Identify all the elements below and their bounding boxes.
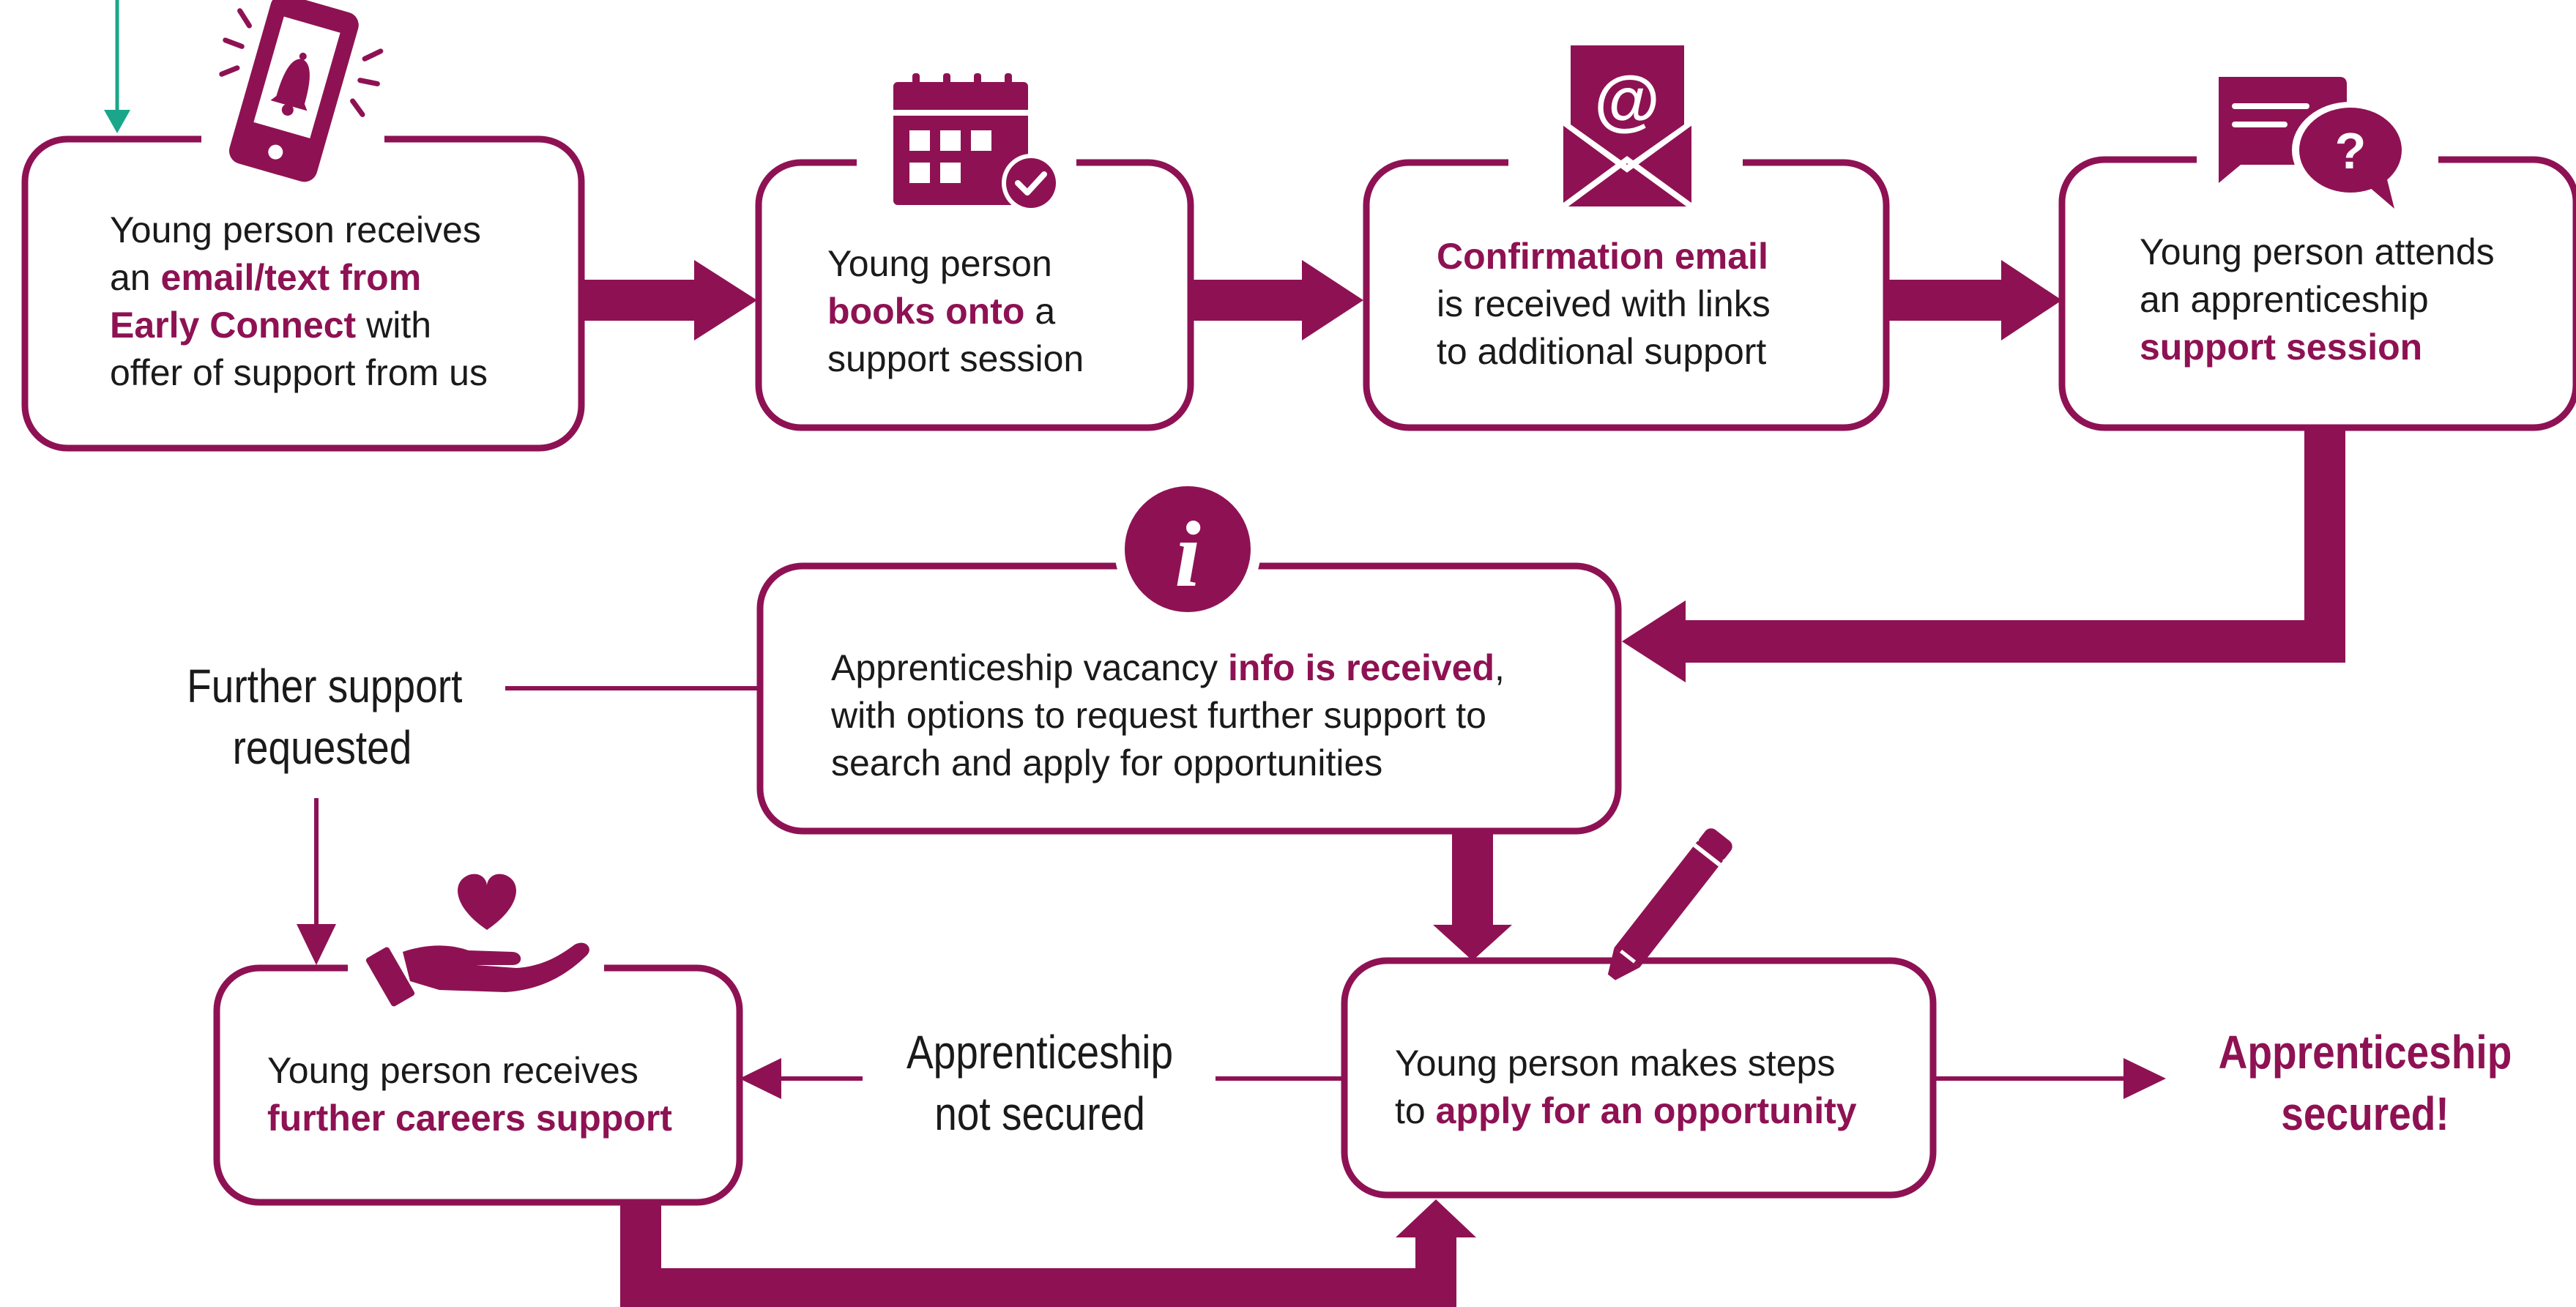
- step-text-info: Apprenticeship vacancy info is received,…: [831, 644, 1505, 787]
- step-line: with options to request further support …: [831, 692, 1505, 740]
- step-line: Young person receives: [110, 206, 488, 254]
- step-line: support session: [2140, 324, 2495, 371]
- svg-text:i: i: [1175, 502, 1201, 606]
- step-line: Young person receives: [267, 1047, 672, 1095]
- step-line: an apprenticeship: [2140, 276, 2495, 324]
- email-envelope-icon: @: [1508, 40, 1743, 216]
- step-line: search and apply for opportunities: [831, 740, 1505, 787]
- label-further-support: Further support requested: [187, 660, 463, 774]
- body-text: Young person makes steps: [1395, 1043, 1836, 1084]
- body-text: with: [356, 305, 432, 346]
- arrow-attend-to-info: [1622, 428, 2345, 682]
- arrow-apply-to-secured: [1933, 1058, 2166, 1099]
- body-text: offer of support from us: [110, 352, 488, 393]
- highlight-text: email/text from: [160, 257, 422, 298]
- step-line: Young person: [827, 240, 1084, 288]
- body-text: an: [110, 257, 161, 298]
- heart-hand-icon: [348, 857, 604, 1007]
- highlight-text: info is received: [1227, 647, 1495, 688]
- body-text: a: [1024, 291, 1056, 332]
- body-text: ,: [1494, 647, 1505, 688]
- highlight-text: books onto: [827, 291, 1025, 332]
- highlight-text: Early Connect: [110, 305, 357, 346]
- step-line: is received with links: [1437, 280, 1771, 328]
- phone-notification-icon: [201, 0, 384, 182]
- step-line: Confirmation email: [1437, 233, 1771, 280]
- step-line: to apply for an opportunity: [1395, 1087, 1857, 1135]
- label-not-secured: Apprenticeship not secured: [906, 1026, 1174, 1140]
- info-icon: i: [1114, 476, 1261, 622]
- body-text: Young person receives: [110, 209, 481, 250]
- arrow-further-support-to-careers: [297, 798, 336, 965]
- step-line: Apprenticeship vacancy info is received,: [831, 644, 1505, 692]
- step-line: to additional support: [1437, 328, 1771, 376]
- step-line: books onto a: [827, 288, 1084, 335]
- step-text-attend: Young person attends an apprenticeship sup…: [2140, 228, 2495, 371]
- body-text: Young person attends: [2140, 231, 2495, 272]
- step-line: further careers support: [267, 1095, 672, 1142]
- step-text-careers: Young person receives further careers sup…: [267, 1047, 672, 1142]
- calendar-check-icon: [857, 70, 1076, 216]
- step-line: Young person attends: [2140, 228, 2495, 276]
- step-line: Early Connect with: [110, 302, 488, 349]
- body-text: Young person: [827, 243, 1052, 284]
- step-line: Young person makes steps: [1395, 1040, 1857, 1087]
- highlight-text: further careers support: [267, 1098, 672, 1139]
- body-text: Apprenticeship vacancy: [831, 647, 1228, 688]
- body-text: to: [1395, 1090, 1436, 1131]
- arrow-info-to-apply: [1433, 833, 1512, 961]
- arrow-offer-to-book: [582, 260, 757, 340]
- arrow-book-to-confirm: [1190, 260, 1363, 340]
- start-arrow: [104, 0, 130, 133]
- label-secured: Apprenticeship secured!: [2218, 1026, 2512, 1140]
- highlight-text: Confirmation email: [1437, 236, 1768, 277]
- step-line: offer of support from us: [110, 349, 488, 397]
- body-text: support session: [827, 338, 1084, 379]
- pencil-icon: [1605, 828, 1796, 986]
- body-text: search and apply for opportunities: [831, 742, 1383, 783]
- step-line: support session: [827, 335, 1084, 383]
- highlight-text: apply for an opportunity: [1435, 1090, 1857, 1131]
- arrow-not-secured-to-careers: [740, 1058, 863, 1099]
- chat-question-icon: ?: [2197, 66, 2438, 212]
- svg-text:@: @: [1594, 63, 1660, 138]
- arrow-careers-to-apply-loop: [620, 1199, 1476, 1307]
- step-line: an email/text from: [110, 254, 488, 302]
- body-text: is received with links: [1437, 283, 1771, 324]
- body-text: an apprenticeship: [2140, 279, 2429, 320]
- body-text: Young person receives: [267, 1050, 639, 1091]
- step-text-confirm: Confirmation email is received with links…: [1437, 233, 1771, 376]
- arrow-confirm-to-attend: [1889, 260, 2062, 340]
- svg-text:?: ?: [2335, 122, 2367, 179]
- highlight-text: support session: [2140, 327, 2423, 368]
- body-text: to additional support: [1437, 331, 1767, 372]
- body-text: with options to request further support …: [831, 695, 1486, 736]
